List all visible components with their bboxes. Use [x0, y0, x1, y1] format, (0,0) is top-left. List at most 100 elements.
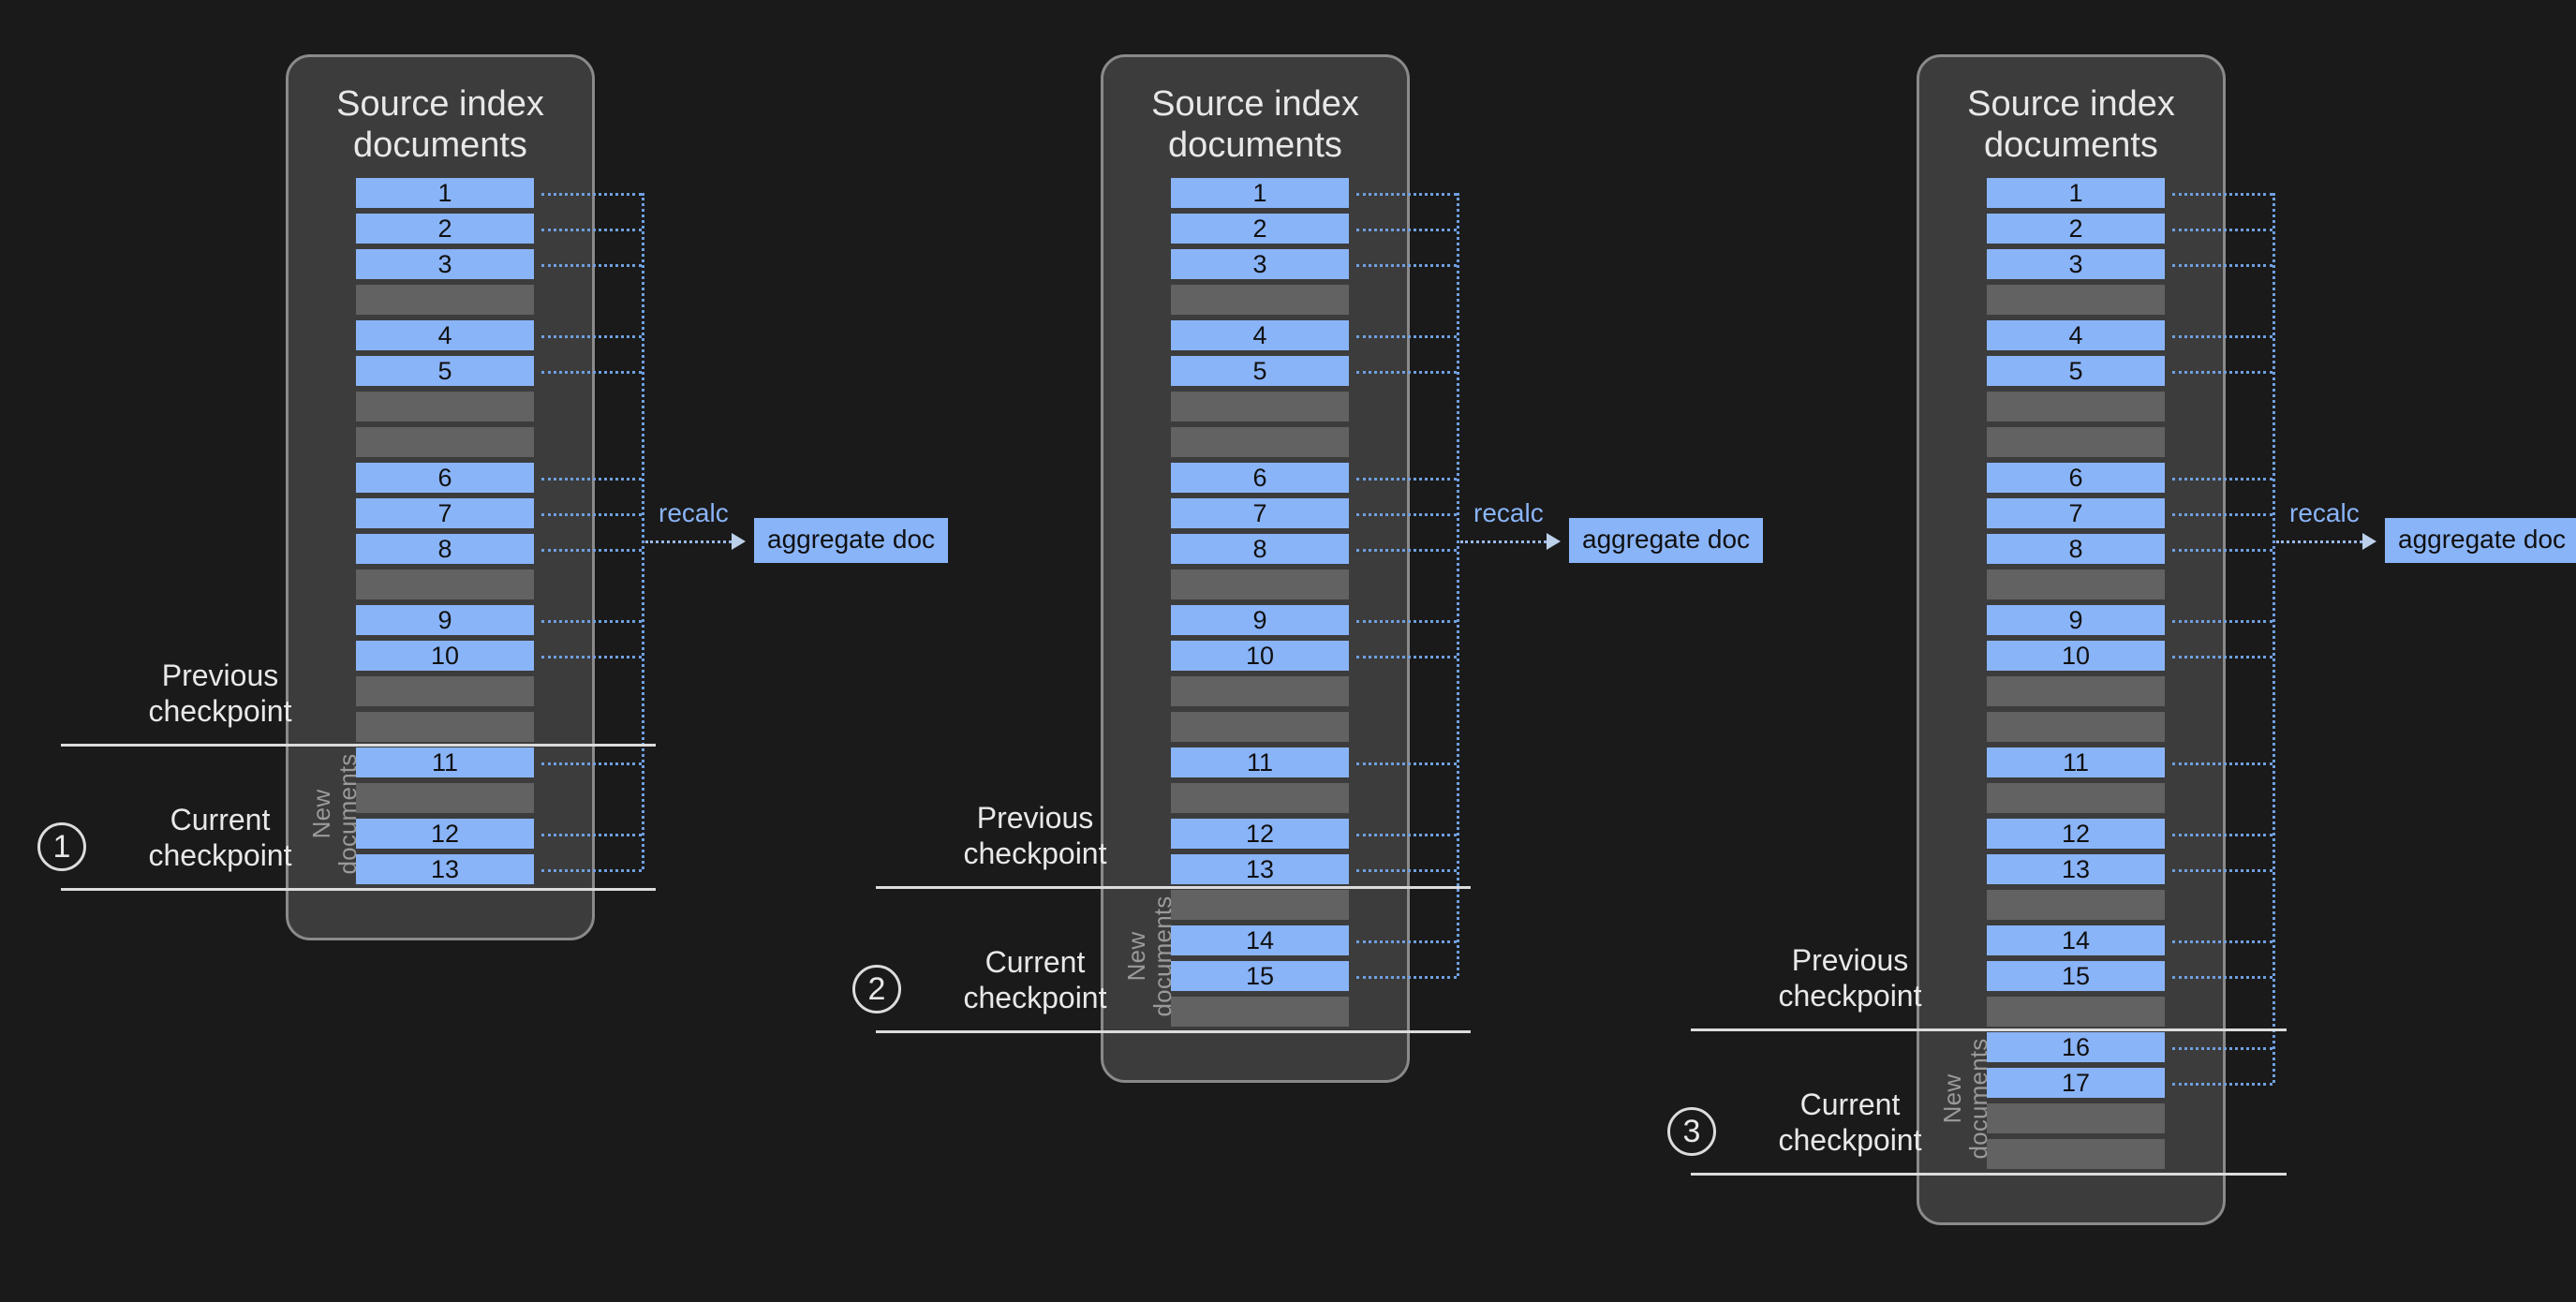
document-row: 1 [1987, 178, 2165, 208]
placeholder-row [1987, 285, 2165, 315]
row-connector [541, 264, 642, 267]
placeholder-row [1987, 997, 2165, 1027]
document-row: 8 [356, 534, 534, 564]
document-row: 13 [356, 854, 534, 884]
document-row: 5 [1987, 356, 2165, 386]
step-number-3: 3 [1667, 1107, 1716, 1156]
document-row: 7 [1171, 498, 1349, 528]
document-row: 6 [1171, 463, 1349, 493]
row-connector [1356, 229, 1457, 231]
placeholder-row [1987, 890, 2165, 920]
row-connector [2172, 1047, 2273, 1050]
document-row: 13 [1171, 854, 1349, 884]
panel-title-3: Source index documents [1967, 84, 2175, 165]
placeholder-row [1987, 427, 2165, 457]
row-connector [2172, 1083, 2273, 1086]
document-row: 6 [356, 463, 534, 493]
row-connector [2172, 656, 2273, 658]
row-connector [541, 193, 642, 196]
row-connector [2172, 834, 2273, 836]
recalc-arrow [1460, 540, 1547, 543]
row-connector [2172, 762, 2273, 765]
recalc-arrow-head [1547, 533, 1561, 550]
row-connector [1356, 549, 1457, 552]
placeholder-row [356, 712, 534, 742]
current-checkpoint-label-2: Current checkpoint [963, 945, 1107, 1014]
placeholder-row [1987, 1139, 2165, 1169]
document-row: 15 [1171, 961, 1349, 991]
row-connector [2172, 229, 2273, 231]
document-row: 16 [1987, 1032, 2165, 1062]
row-connector [2172, 371, 2273, 374]
placeholder-row [1987, 783, 2165, 813]
document-row: 8 [1171, 534, 1349, 564]
row-connector [1356, 513, 1457, 516]
step-number-1: 1 [37, 822, 86, 871]
aggregate-doc-2: aggregate doc [1569, 518, 1764, 563]
row-connector [541, 371, 642, 374]
previous-checkpoint-line-2 [876, 886, 1471, 889]
placeholder-row [1171, 997, 1349, 1027]
document-row: 14 [1987, 925, 2165, 955]
placeholder-row [356, 392, 534, 422]
row-connector [2172, 335, 2273, 338]
document-row: 4 [1171, 320, 1349, 350]
placeholder-row [356, 676, 534, 706]
document-row: 4 [356, 320, 534, 350]
row-connector [2172, 513, 2273, 516]
recalc-arrow-head [732, 533, 746, 550]
document-row: 1 [356, 178, 534, 208]
document-row: 9 [1987, 605, 2165, 635]
current-checkpoint-line-3 [1691, 1173, 2287, 1176]
previous-checkpoint-line-3 [1691, 1028, 2287, 1031]
placeholder-row [1171, 890, 1349, 920]
row-connector [2172, 478, 2273, 481]
document-row: 12 [356, 819, 534, 849]
placeholder-row [1987, 570, 2165, 599]
document-row: 5 [356, 356, 534, 386]
placeholder-row [1171, 783, 1349, 813]
row-connector [541, 513, 642, 516]
row-connector [1356, 834, 1457, 836]
new-documents-label-1: New documents [307, 753, 362, 875]
recalc-label-2: recalc [1473, 498, 1544, 527]
row-connector [1356, 264, 1457, 267]
row-connector [1356, 371, 1457, 374]
document-row: 9 [1171, 605, 1349, 635]
row-connector [2172, 620, 2273, 623]
row-connector [541, 549, 642, 552]
document-row: 17 [1987, 1068, 2165, 1098]
bracket-spine [1457, 193, 1459, 976]
recalc-label-1: recalc [659, 498, 729, 527]
document-row: 2 [1987, 214, 2165, 244]
row-connector [1356, 335, 1457, 338]
placeholder-row [1171, 570, 1349, 599]
row-connector [2172, 976, 2273, 979]
placeholder-row [356, 285, 534, 315]
bracket-spine [2273, 193, 2275, 1083]
step-number-2: 2 [852, 965, 901, 1013]
placeholder-row [1987, 1103, 2165, 1133]
document-row: 13 [1987, 854, 2165, 884]
previous-checkpoint-label-2: Previous checkpoint [963, 801, 1107, 870]
document-row: 8 [1987, 534, 2165, 564]
row-connector [2172, 869, 2273, 872]
placeholder-row [1987, 392, 2165, 422]
placeholder-row [1171, 285, 1349, 315]
row-connector [541, 478, 642, 481]
row-connector [541, 335, 642, 338]
document-row: 14 [1171, 925, 1349, 955]
previous-checkpoint-label-3: Previous checkpoint [1778, 943, 1922, 1013]
document-row: 11 [356, 747, 534, 777]
placeholder-row [1171, 712, 1349, 742]
previous-checkpoint-line-1 [61, 744, 656, 747]
previous-checkpoint-label-1: Previous checkpoint [148, 658, 292, 728]
document-row: 10 [356, 641, 534, 671]
document-row: 7 [356, 498, 534, 528]
placeholder-row [356, 783, 534, 813]
document-row: 3 [1171, 249, 1349, 279]
row-connector [541, 834, 642, 836]
row-connector [541, 656, 642, 658]
document-row: 3 [356, 249, 534, 279]
current-checkpoint-line-1 [61, 888, 656, 891]
